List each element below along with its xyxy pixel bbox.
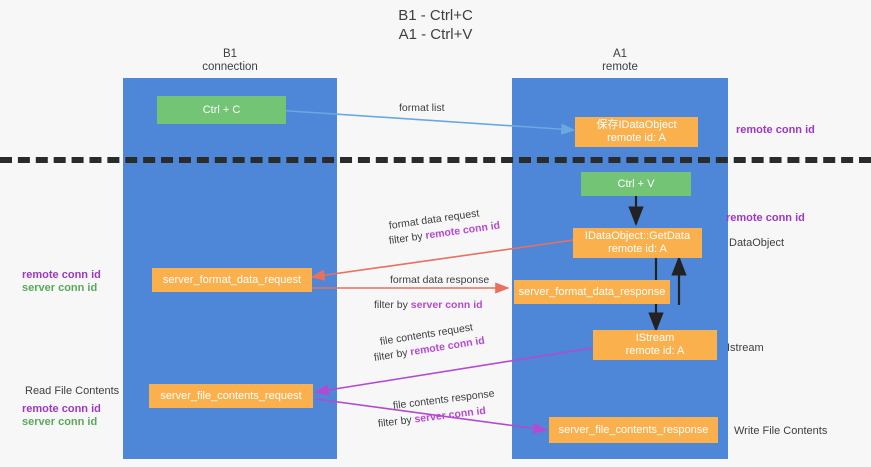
caption-format-data-response-filter-value: server conn id <box>410 299 483 311</box>
diagram-title: B1 - Ctrl+C A1 - Ctrl+V <box>0 6 871 44</box>
edge-file-contents-request <box>314 347 593 396</box>
box-server-format-data-response-label: server_format_data_response <box>518 285 666 298</box>
note-remote-conn-id-mid: remote conn id <box>726 212 805 224</box>
edge-format-list <box>274 109 576 135</box>
note-istream: Istream <box>727 342 764 354</box>
edge-file-contents-response <box>315 398 548 434</box>
title-line-2: A1 - Ctrl+V <box>398 26 473 43</box>
box-ctrl-c-label: Ctrl + C <box>202 103 241 116</box>
box-server-file-contents-request-label: server_file_contents_request <box>160 389 302 402</box>
box-server-file-contents-request[interactable]: server_file_contents_request <box>149 384 313 408</box>
lane-header-b1: B1 connection <box>123 48 337 74</box>
lane-header-a1: A1 remote <box>512 48 728 74</box>
edge-format-data-request <box>310 239 575 281</box>
box-istream-line1: IStream <box>635 332 675 344</box>
note-left-server-conn-id-bottom: server conn id <box>22 416 98 428</box>
lane-header-a1-name: A1 <box>612 48 628 60</box>
caption-format-list: format list <box>399 102 445 114</box>
note-remote-conn-id-top: remote conn id <box>736 124 815 136</box>
box-ctrl-c[interactable]: Ctrl + C <box>157 96 286 124</box>
box-getdata-line2: remote id: A <box>608 243 667 255</box>
note-dataobject: DataObject <box>729 237 785 249</box>
box-getdata-line1: IDataObject::GetData <box>584 230 691 242</box>
note-left-remote-conn-id-mid: remote conn id <box>22 269 101 281</box>
box-server-format-data-response[interactable]: server_format_data_response <box>514 280 670 304</box>
box-istream-line2: remote id: A <box>625 345 685 357</box>
box-server-format-data-request[interactable]: server_format_data_request <box>152 268 312 292</box>
title-line-1: B1 - Ctrl+C <box>398 7 473 24</box>
note-left-server-conn-id-mid: server conn id <box>22 282 98 294</box>
caption-format-data-response: format data response <box>390 274 490 286</box>
lane-header-a1-sub: remote <box>602 61 638 73</box>
note-left-remote-conn-id-bottom: remote conn id <box>22 403 101 415</box>
box-server-format-data-request-label: server_format_data_request <box>162 273 302 286</box>
box-save-idataobject-line1: 保存IDataObject <box>596 119 677 131</box>
caption-format-data-response-filter-prefix: filter by <box>374 299 411 311</box>
box-server-file-contents-response-label: server_file_contents_response <box>558 423 709 436</box>
box-getdata[interactable]: IDataObject::GetData remote id: A <box>573 228 702 258</box>
box-istream[interactable]: IStream remote id: A <box>593 330 717 360</box>
note-read-file-contents: Read File Contents <box>25 385 120 397</box>
lane-header-b1-name: B1 <box>222 48 238 60</box>
box-ctrl-v[interactable]: Ctrl + V <box>581 172 691 196</box>
box-save-idataobject-line2: remote id: A <box>607 132 666 144</box>
box-ctrl-v-label: Ctrl + V <box>617 177 655 190</box>
caption-format-data-response-filter: filter by server conn id <box>374 298 483 312</box>
box-server-file-contents-response[interactable]: server_file_contents_response <box>549 417 718 443</box>
phase-separator <box>0 157 871 163</box>
box-save-idataobject[interactable]: 保存IDataObject remote id: A <box>575 117 698 147</box>
lane-header-b1-sub: connection <box>202 61 258 73</box>
note-write-file-contents: Write File Contents <box>734 425 828 437</box>
